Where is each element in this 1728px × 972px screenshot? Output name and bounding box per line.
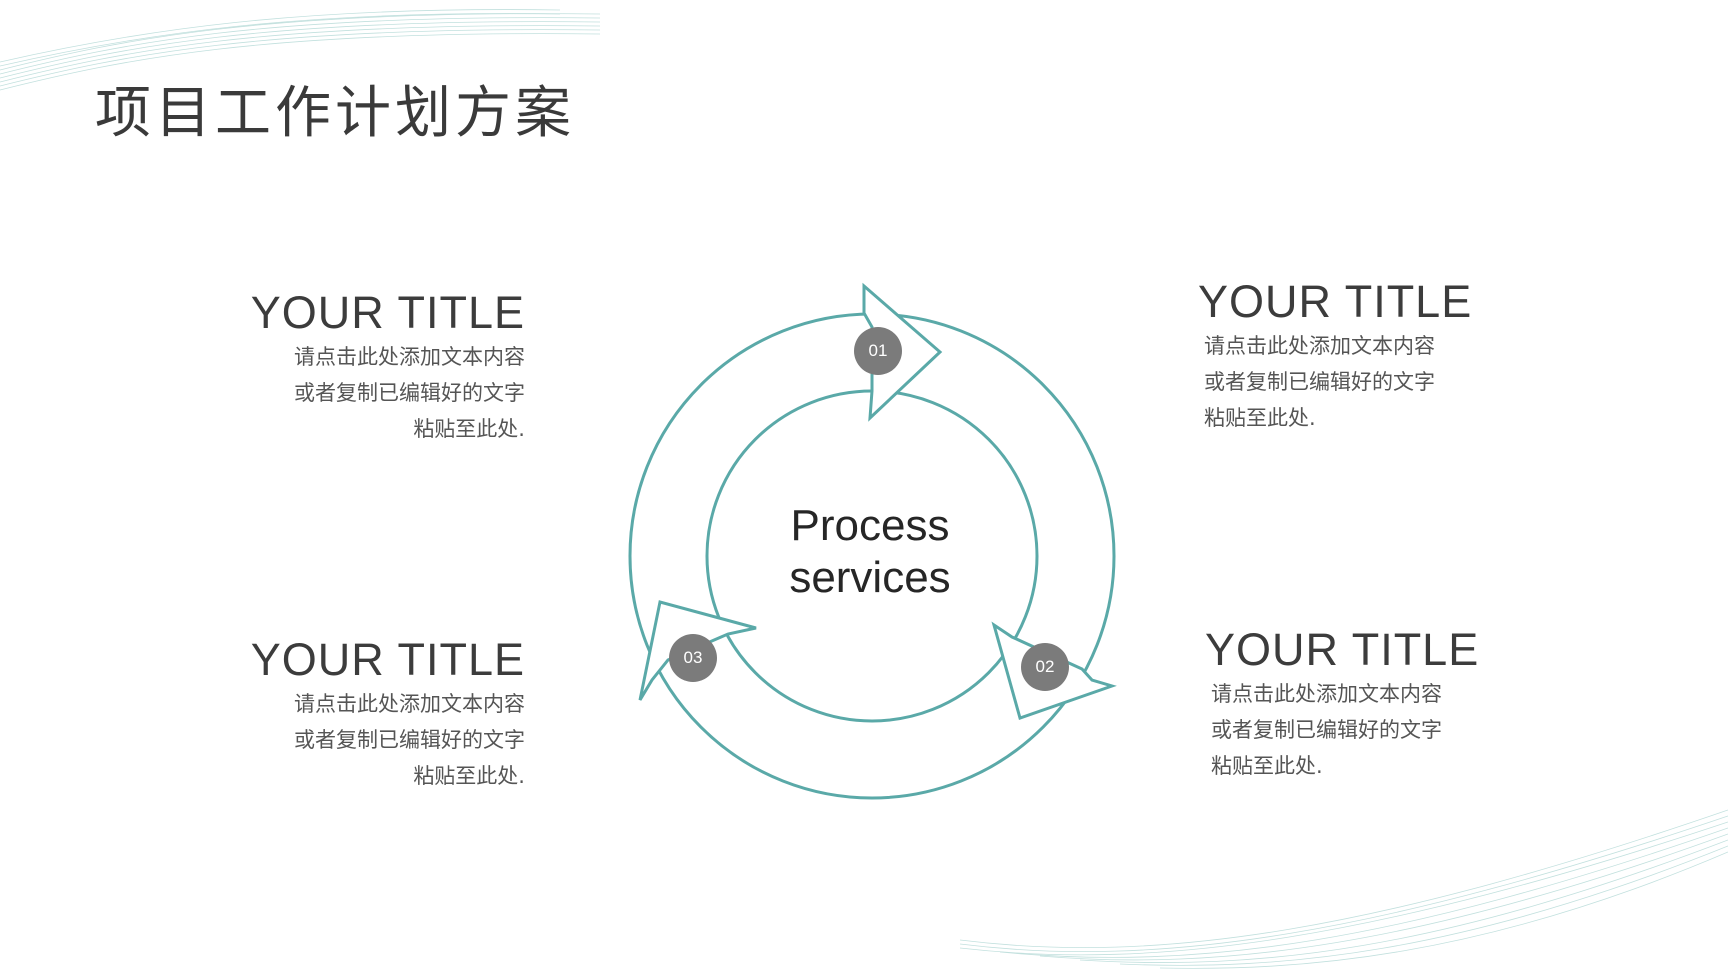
block-body-line: 或者复制已编辑好的文字 xyxy=(294,728,525,752)
arrowhead-3 xyxy=(638,600,757,701)
block-title[interactable]: YOUR TITLE xyxy=(1205,624,1480,675)
arrowhead-1 xyxy=(862,282,943,422)
step-badge-02[interactable]: 02 xyxy=(1021,643,1069,691)
block-body-line: 请点击此处添加文本内容 xyxy=(1204,334,1435,358)
block-body-line: 粘贴至此处. xyxy=(1204,406,1316,430)
text-block-bottom-right[interactable]: YOUR TITLE 请点击此处添加文本内容 或者复制已编辑好的文字 粘贴至此处… xyxy=(1205,624,1505,784)
block-body[interactable]: 请点击此处添加文本内容 或者复制已编辑好的文字 粘贴至此处. xyxy=(240,686,525,794)
block-body-line: 请点击此处添加文本内容 xyxy=(1211,682,1442,706)
block-title[interactable]: YOUR TITLE xyxy=(1198,276,1473,327)
block-title[interactable]: YOUR TITLE xyxy=(250,634,525,685)
text-block-bottom-left[interactable]: YOUR TITLE 请点击此处添加文本内容 或者复制已编辑好的文字 粘贴至此处… xyxy=(240,634,525,794)
page-title: 项目工作计划方案 xyxy=(95,81,575,146)
step-badge-03[interactable]: 03 xyxy=(669,634,717,682)
text-block-top-left[interactable]: YOUR TITLE 请点击此处添加文本内容 或者复制已编辑好的文字 粘贴至此处… xyxy=(240,287,525,447)
block-title[interactable]: YOUR TITLE xyxy=(250,287,525,338)
block-body-line: 请点击此处添加文本内容 xyxy=(294,345,525,369)
center-label-line2: services xyxy=(789,553,951,602)
block-body-line: 请点击此处添加文本内容 xyxy=(294,692,525,716)
block-body-line: 粘贴至此处. xyxy=(413,417,525,441)
step-badge-01[interactable]: 01 xyxy=(854,327,902,375)
block-body-line: 或者复制已编辑好的文字 xyxy=(294,381,525,405)
block-body-line: 或者复制已编辑好的文字 xyxy=(1204,370,1435,394)
center-label-line1: Process xyxy=(790,501,950,550)
block-body-line: 粘贴至此处. xyxy=(1211,754,1323,778)
block-body[interactable]: 请点击此处添加文本内容 或者复制已编辑好的文字 粘贴至此处. xyxy=(1204,328,1498,436)
block-body-line: 或者复制已编辑好的文字 xyxy=(1211,718,1442,742)
cycle-center-label: Process services xyxy=(720,500,1020,604)
text-block-top-right[interactable]: YOUR TITLE 请点击此处添加文本内容 或者复制已编辑好的文字 粘贴至此处… xyxy=(1198,276,1498,436)
block-body[interactable]: 请点击此处添加文本内容 或者复制已编辑好的文字 粘贴至此处. xyxy=(1211,676,1505,784)
block-body[interactable]: 请点击此处添加文本内容 或者复制已编辑好的文字 粘贴至此处. xyxy=(240,339,525,447)
block-body-line: 粘贴至此处. xyxy=(413,764,525,788)
